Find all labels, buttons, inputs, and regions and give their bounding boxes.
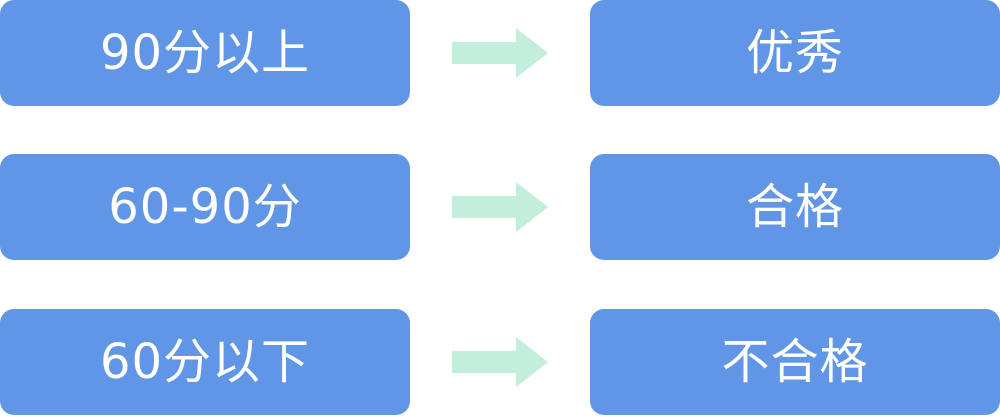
condition-label: 60-90分 [108,179,302,235]
arrow-right-icon [452,28,548,78]
grade-row: 60分以下 不合格 [0,309,1000,415]
result-box: 合格 [590,154,1000,260]
condition-label: 60分以下 [99,334,311,390]
result-label: 不合格 [721,334,869,390]
arrow-right-icon [452,337,548,387]
result-box: 优秀 [590,0,1000,106]
condition-box: 60-90分 [0,154,410,260]
grade-row: 90分以上 优秀 [0,0,1000,106]
condition-label: 90分以上 [99,25,311,81]
result-label: 合格 [745,179,844,235]
arrow-right-icon [452,182,548,232]
result-box: 不合格 [590,309,1000,415]
condition-box: 90分以上 [0,0,410,106]
result-label: 优秀 [745,25,844,81]
condition-box: 60分以下 [0,309,410,415]
grade-row: 60-90分 合格 [0,154,1000,260]
